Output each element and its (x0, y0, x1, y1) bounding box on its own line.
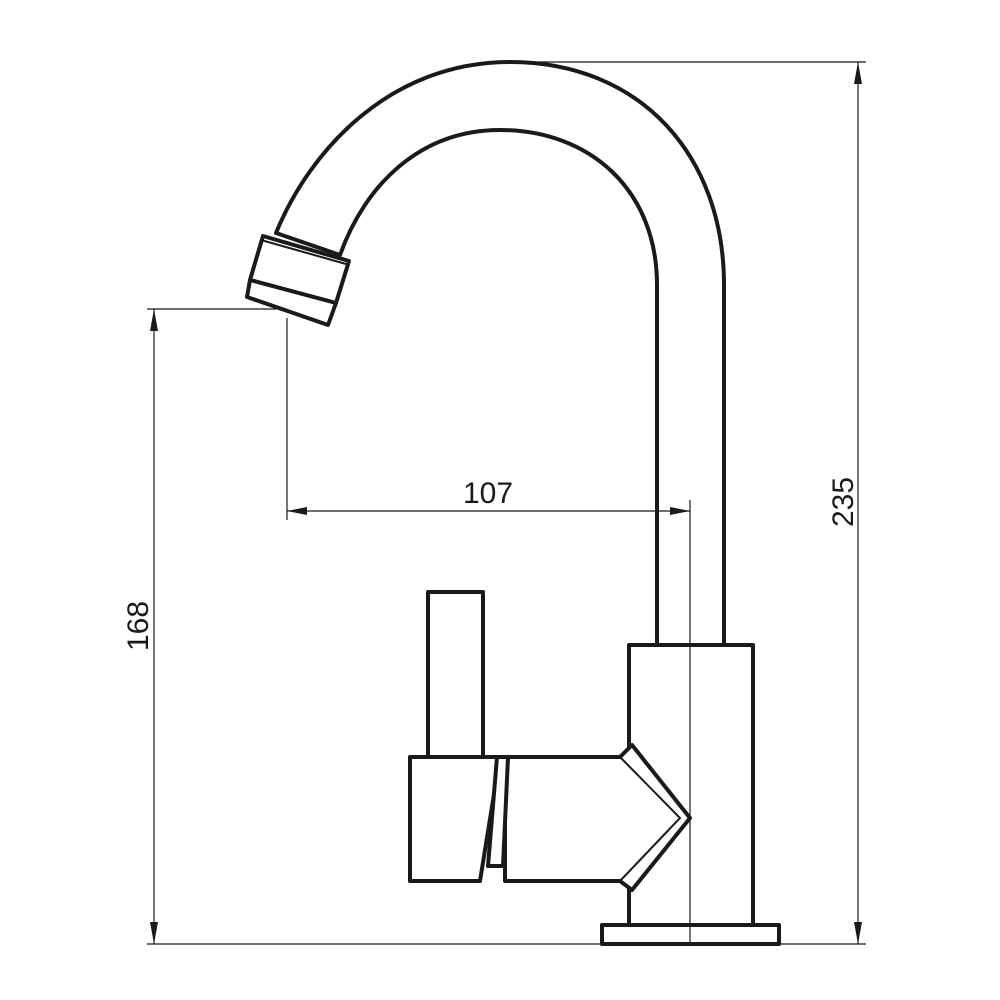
lever-handle (408, 590, 510, 883)
dimension-label-total: 235 (827, 477, 860, 527)
arrowhead-top-total (854, 62, 862, 84)
aerator-line (260, 239, 347, 265)
aerator-tip (245, 278, 338, 327)
arrowhead-bottom (150, 922, 158, 944)
arrowhead-top (150, 309, 158, 331)
gooseneck-spout (274, 60, 726, 647)
dimension-spout-height: 168 (122, 308, 602, 945)
dimension-label-reach: 107 (463, 477, 513, 510)
lever-stem (426, 590, 485, 759)
handle-hub (408, 755, 502, 883)
aerator-nozzle (245, 234, 351, 327)
arrowhead-bottom-total (854, 922, 862, 944)
dimension-label-height: 168 (122, 601, 155, 651)
dimension-spout-reach: 107 (286, 318, 691, 944)
handle-collar (486, 755, 510, 868)
arrowhead-right (670, 507, 690, 515)
arrowhead-left (287, 507, 307, 515)
dimension-total-height: 235 (510, 61, 866, 945)
spout-tube (274, 60, 726, 647)
connector-facet (619, 756, 682, 882)
